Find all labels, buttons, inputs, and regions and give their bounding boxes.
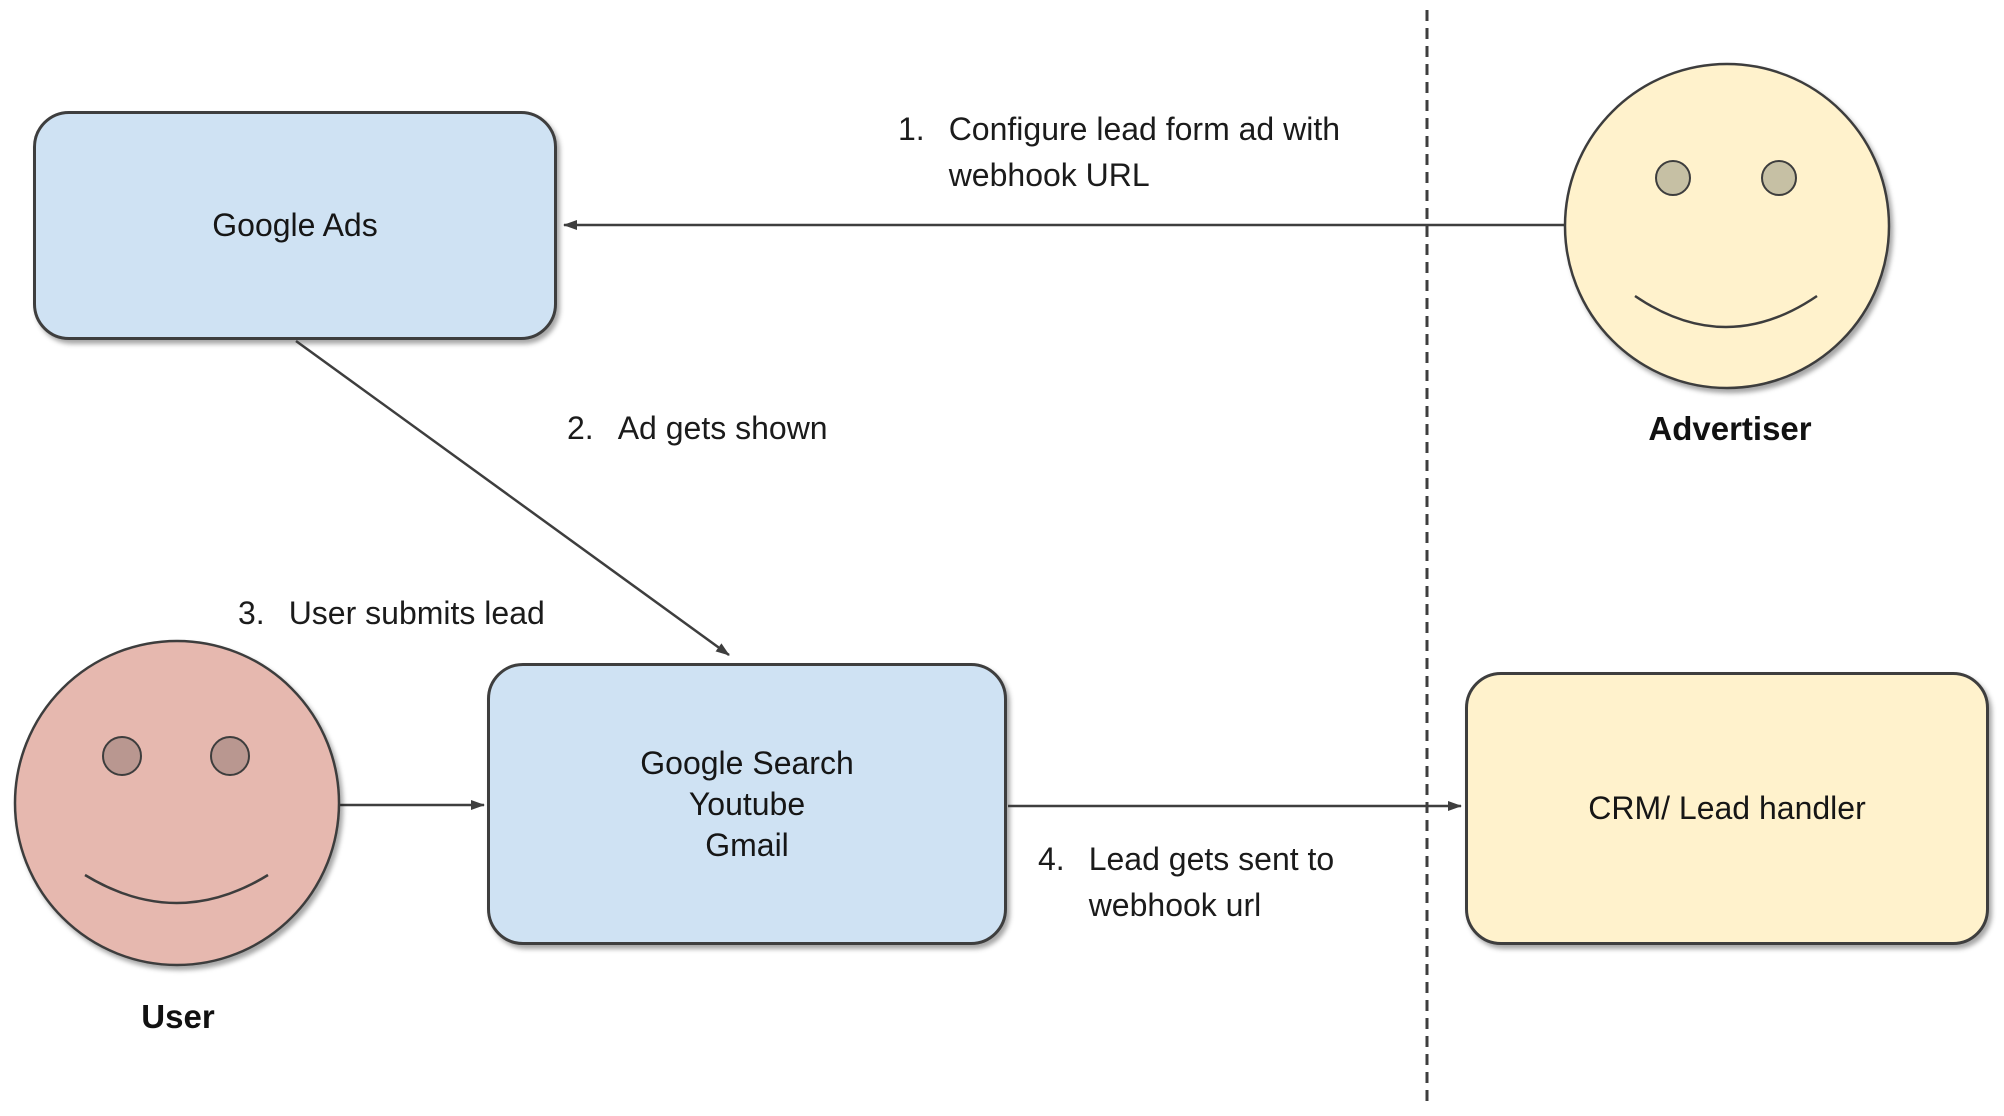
step1-number: 1.: [898, 111, 925, 147]
advertiser-right-eye: [1761, 160, 1797, 196]
node-google-properties-line: Gmail: [705, 826, 789, 863]
step4-text: Lead gets sent to webhook url: [1089, 836, 1335, 928]
advertiser-left-eye: [1655, 160, 1691, 196]
step2-label: 2. Ad gets shown: [567, 405, 828, 451]
step4-number: 4.: [1038, 841, 1065, 877]
step4-text-line1: Lead gets sent to: [1088, 841, 1335, 877]
step3-text: User submits lead: [288, 595, 545, 631]
user-label: User: [141, 998, 215, 1035]
advertiser-label: Advertiser: [1648, 410, 1812, 447]
step4-text-line2: webhook url: [1088, 887, 1262, 923]
node-crm-lead-handler: CRM/ Lead handler: [1465, 672, 1989, 945]
advertiser-head: [1563, 62, 1891, 390]
step1-text-line2: webhook URL: [948, 157, 1150, 193]
step1-text-line1: Configure lead form ad with: [948, 111, 1340, 147]
advertiser-face: [1563, 62, 1891, 390]
node-google-properties: Google Search Youtube Gmail: [487, 663, 1007, 945]
node-crm-lead-handler-label: CRM/ Lead handler: [1588, 790, 1866, 826]
step2-number: 2.: [567, 410, 594, 446]
step3-number: 3.: [238, 595, 265, 631]
node-google-properties-line: Youtube: [688, 785, 806, 822]
step4-label: 4. Lead gets sent to webhook url: [1038, 836, 1334, 928]
node-google-properties-line: Google Search: [640, 744, 854, 781]
step1-text: Configure lead form ad with webhook URL: [949, 106, 1340, 198]
user-face: [13, 639, 341, 967]
user-right-eye: [210, 736, 250, 776]
step1-label: 1. Configure lead form ad with webhook U…: [898, 106, 1340, 198]
user-head: [13, 639, 341, 967]
node-google-ads-label: Google Ads: [212, 207, 378, 243]
step3-label: 3. User submits lead: [238, 590, 545, 636]
advertiser-smile: [1634, 294, 1818, 329]
user-left-eye: [102, 736, 142, 776]
user-smile: [84, 873, 269, 905]
step2-text: Ad gets shown: [617, 410, 828, 446]
arrow-google-ads-to-google-properties: [295, 339, 730, 657]
node-google-ads: Google Ads: [33, 111, 557, 340]
